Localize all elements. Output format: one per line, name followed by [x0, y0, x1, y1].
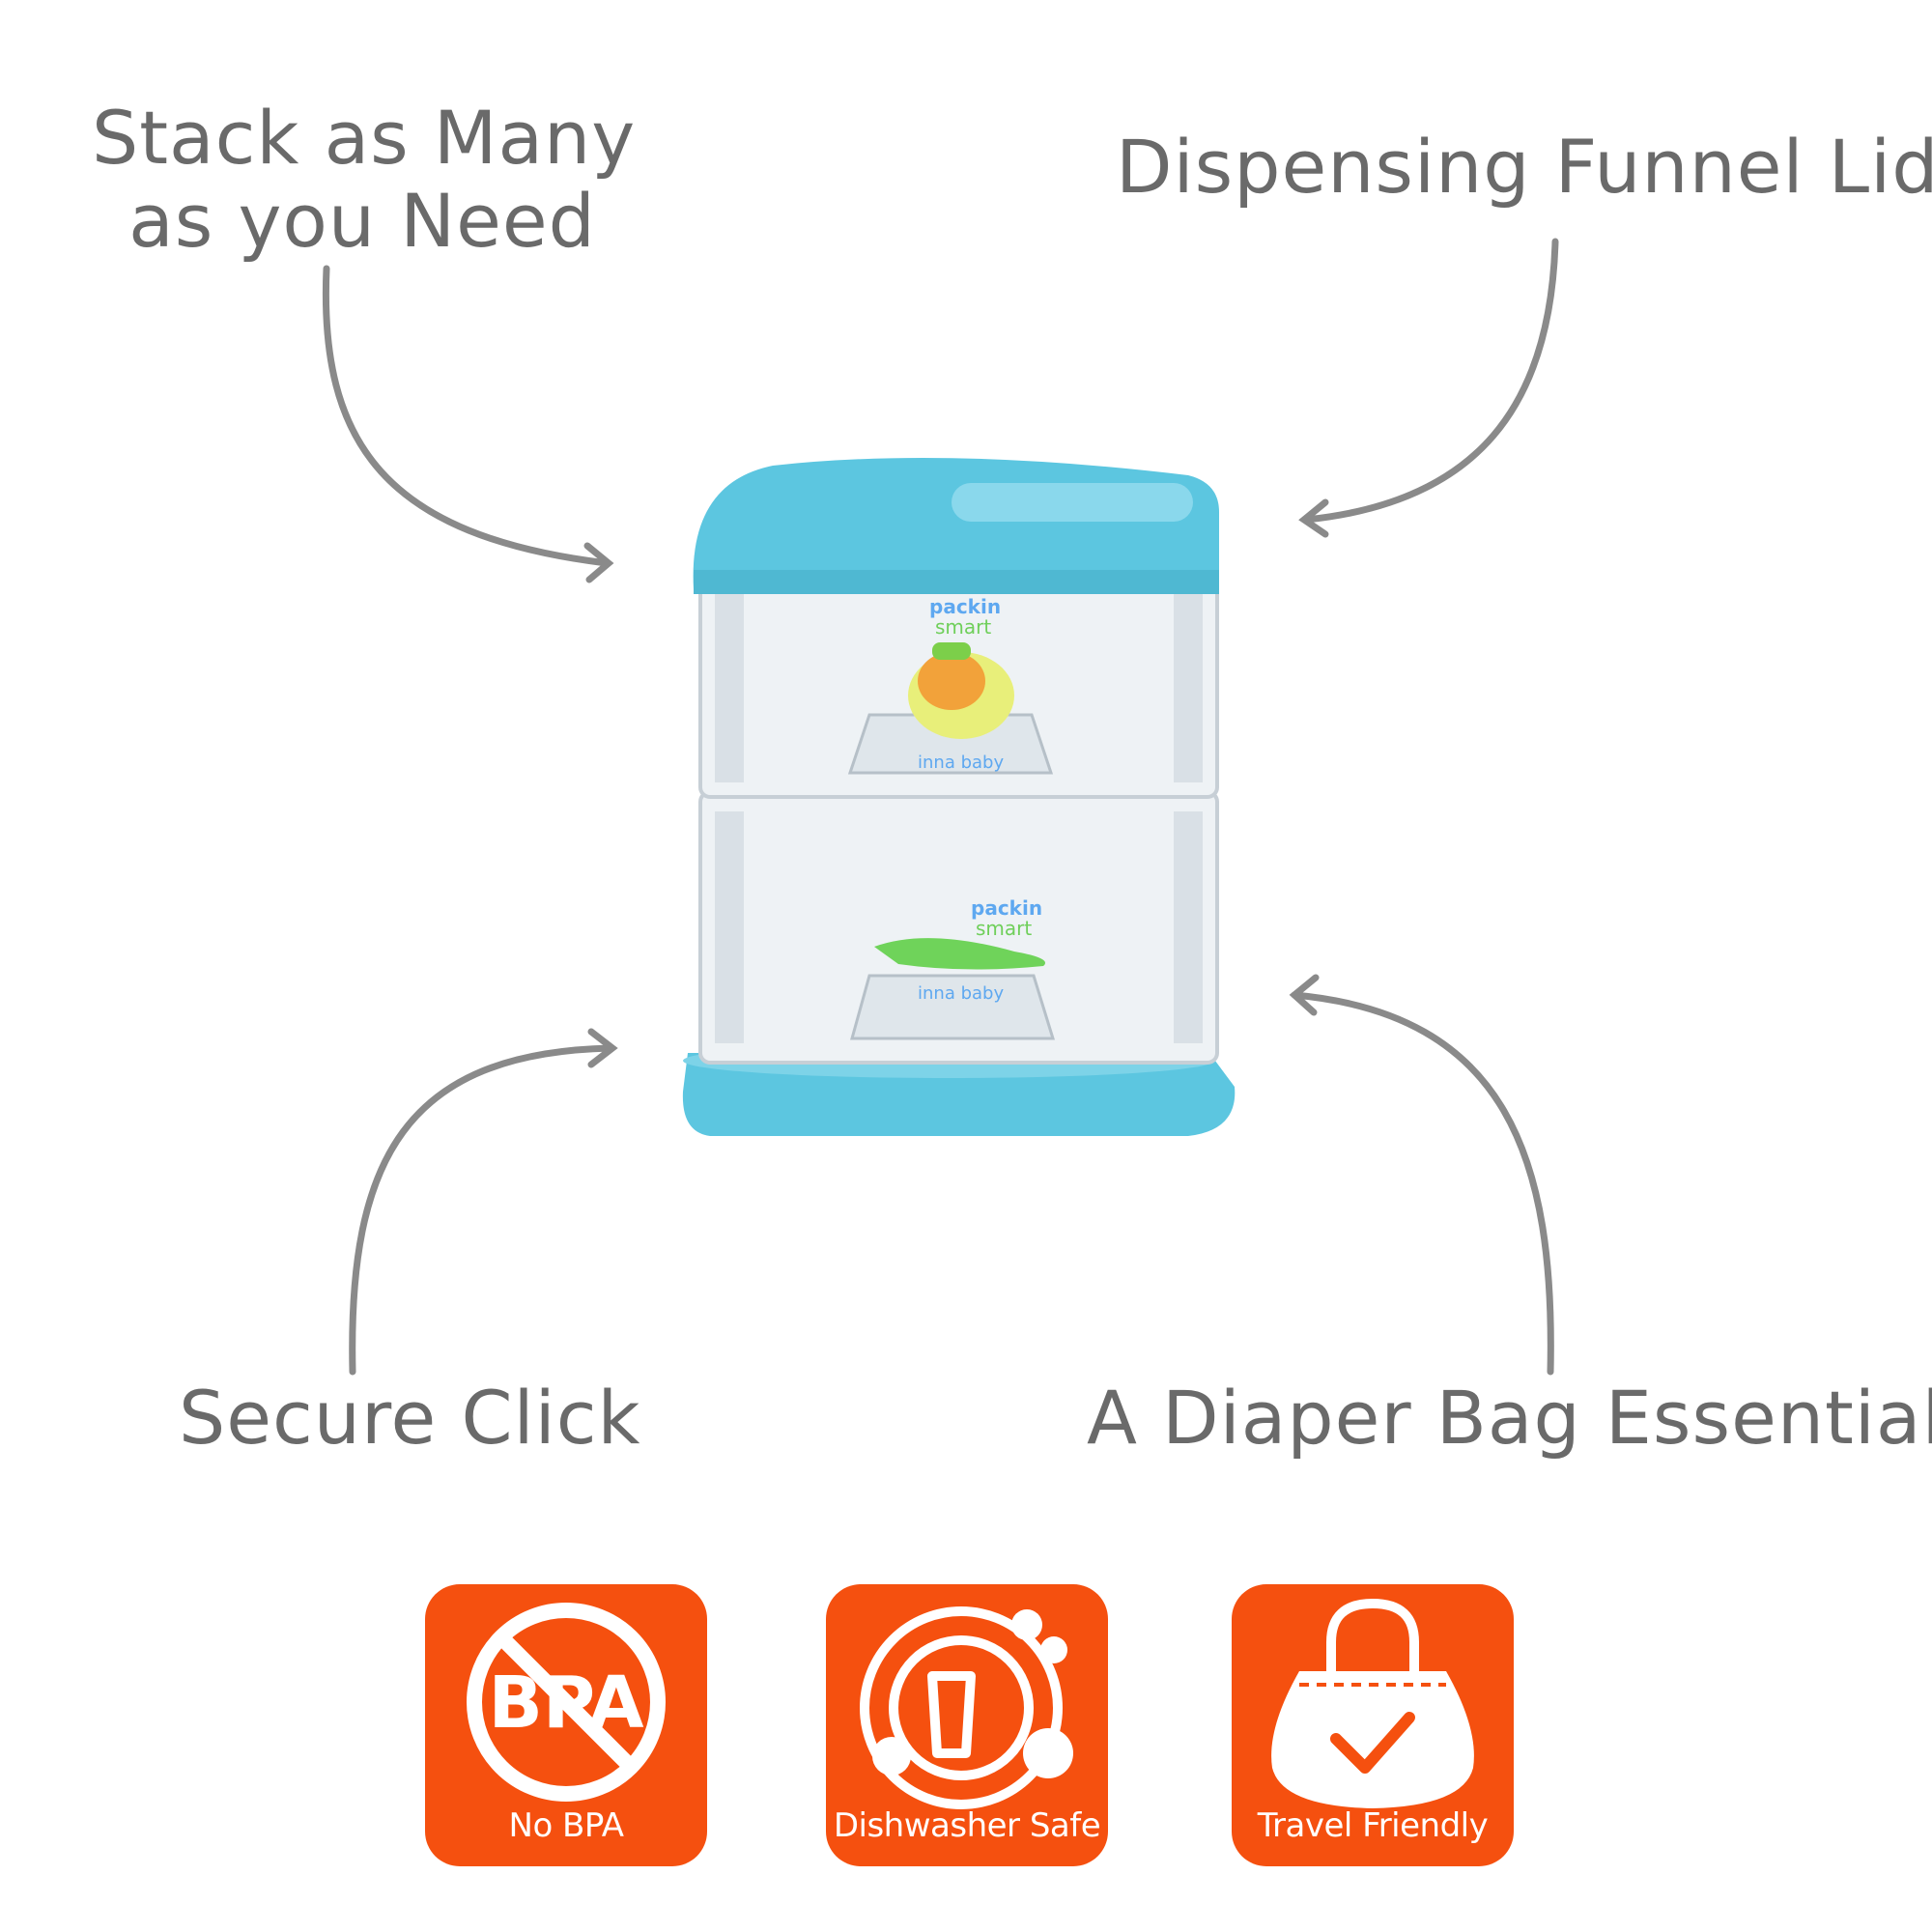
callout-diaper-bag: A Diaper Bag Essential — [1087, 1375, 1932, 1461]
callout-funnel-lid: Dispensing Funnel Lid — [1116, 124, 1932, 210]
arrow-secure — [349, 1044, 614, 1376]
badge-label-no-bpa: No BPA — [508, 1806, 624, 1845]
callout-arrows — [322, 238, 1559, 1376]
arrowhead-secure — [587, 1028, 618, 1068]
handbag-check-icon — [1271, 1598, 1474, 1808]
badge-travel-friendly: Travel Friendly — [1232, 1584, 1514, 1866]
arrow-stack — [322, 265, 611, 567]
badge-dishwasher-safe: Dishwasher Safe — [826, 1584, 1108, 1866]
badge-no-bpa: BPA No BPA — [425, 1584, 707, 1866]
callout-stack-line2: as you Need — [128, 178, 596, 264]
lid-spout — [952, 483, 1193, 522]
formula-container — [682, 458, 1236, 1136]
brand-top-upper: packin — [929, 595, 1001, 618]
callout-stack-line1: Stack as Many — [92, 95, 637, 181]
dishwasher-icon — [860, 1606, 1073, 1809]
sub-brand-upper: inna baby — [918, 753, 1004, 773]
dispensing-lid — [693, 458, 1219, 589]
badge-label-travel: Travel Friendly — [1257, 1806, 1489, 1845]
brand-bottom-upper: smart — [935, 615, 991, 639]
arrowhead-funnel — [1298, 498, 1329, 538]
badge-label-dishwasher: Dishwasher Safe — [833, 1806, 1101, 1845]
arrowhead-diaper — [1289, 974, 1320, 1016]
brand-top-lower: packin — [971, 896, 1042, 920]
callout-secure-click: Secure Click — [179, 1375, 641, 1461]
callout-stack: Stack as Many as you Need — [92, 95, 637, 264]
arrow-funnel — [1302, 238, 1559, 524]
sub-brand-lower: inna baby — [918, 983, 1004, 1004]
arrow-diaper — [1291, 991, 1554, 1376]
crocodile-illustration — [874, 938, 1045, 970]
no-bpa-icon: BPA — [467, 1603, 666, 1802]
arrowhead-stack — [583, 542, 614, 583]
brand-bottom-lower: smart — [976, 917, 1032, 940]
